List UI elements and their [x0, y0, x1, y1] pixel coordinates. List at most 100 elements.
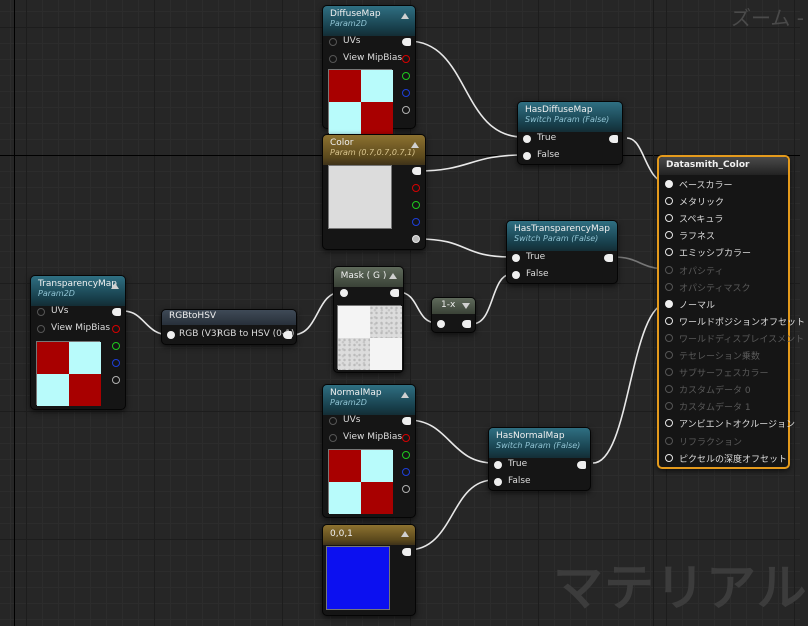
rgb-to-hsv-node[interactable]: RGBtoHSV RGB (V3) RGB to HSV (0-1) [161, 309, 297, 345]
collapse-arrow-icon[interactable] [401, 392, 409, 398]
material-input-pin[interactable] [665, 197, 673, 206]
green-output-pin[interactable] [112, 342, 120, 350]
alpha-output-pin[interactable] [402, 106, 410, 114]
material-input-pin[interactable] [665, 453, 673, 462]
rgb-output-pin[interactable] [412, 167, 421, 175]
has-normal-map-node[interactable]: HasNormalMap Switch Param (False) True F… [488, 427, 591, 491]
output-pin[interactable] [462, 320, 471, 328]
green-output-pin[interactable] [402, 72, 410, 80]
true-input-pin[interactable] [512, 254, 520, 262]
green-output-pin[interactable] [402, 451, 410, 459]
normal-map-header[interactable]: NormalMap Param2D [323, 385, 415, 415]
rgb-input-pin[interactable] [167, 331, 175, 339]
material-input-label: ノーマル [679, 300, 716, 311]
has-diffuse-map-header[interactable]: HasDiffuseMap Switch Param (False) [518, 102, 622, 132]
expand-arrow-icon[interactable] [462, 303, 470, 309]
material-input-label: ピクセルの深度オフセット [679, 454, 788, 465]
alpha-output-pin[interactable] [412, 235, 420, 243]
rgb-to-hsv-header[interactable]: RGBtoHSV [162, 310, 296, 325]
material-input-label: メタリック [679, 198, 725, 209]
one-minus-x-node[interactable]: 1-x [431, 297, 476, 333]
rgb-output-pin[interactable] [402, 38, 411, 46]
mask-header[interactable]: Mask ( G ) [334, 267, 403, 287]
material-input-pin[interactable] [665, 316, 673, 325]
has-transparency-map-header[interactable]: HasTransparencyMap Switch Param (False) [507, 221, 617, 251]
has-transparency-map-node[interactable]: HasTransparencyMap Switch Param (False) … [506, 220, 618, 284]
true-input-label: True [508, 459, 528, 469]
transparency-map-node[interactable]: TransparencyMap Param2D UVs View MipBias [30, 275, 126, 410]
has-normal-map-header[interactable]: HasNormalMap Switch Param (False) [489, 428, 590, 458]
blue-output-pin[interactable] [402, 468, 410, 476]
mask-g-node[interactable]: Mask ( G ) [333, 266, 404, 373]
material-input-pin[interactable] [665, 248, 673, 257]
uvs-input-pin[interactable] [329, 38, 337, 46]
mipbias-input-pin[interactable] [37, 325, 45, 333]
constant-header[interactable]: 0,0,1 [323, 525, 415, 545]
material-input-pin[interactable] [665, 419, 673, 428]
mask-input-pin[interactable] [340, 289, 348, 297]
has-diffuse-map-node[interactable]: HasDiffuseMap Switch Param (False) True … [517, 101, 623, 165]
green-output-pin[interactable] [412, 201, 420, 209]
collapse-arrow-icon[interactable] [401, 13, 409, 19]
transparency-map-header[interactable]: TransparencyMap Param2D [31, 276, 125, 306]
mipbias-input-pin[interactable] [329, 55, 337, 63]
one-minus-x-header[interactable]: 1-x [432, 298, 475, 314]
material-input-label: リフラクション [679, 437, 743, 448]
material-input-pin[interactable] [665, 299, 673, 308]
collapse-arrow-icon[interactable] [401, 531, 409, 537]
material-input-label: オパシティマスク [679, 283, 751, 294]
constant-vector-node[interactable]: 0,0,1 [322, 524, 416, 616]
blue-output-pin[interactable] [412, 218, 420, 226]
rgb-output-pin[interactable] [402, 548, 411, 556]
mask-preview [337, 305, 402, 370]
rgb-output-pin[interactable] [112, 308, 121, 316]
blue-output-pin[interactable] [402, 89, 410, 97]
material-input-pin[interactable] [665, 231, 673, 240]
false-input-pin[interactable] [523, 152, 531, 160]
color-header[interactable]: Color Param (0.7,0.7,0.7,1) [323, 135, 425, 165]
diffuse-map-node[interactable]: DiffuseMap Param2D UVs View MipBias [322, 5, 416, 134]
blue-output-pin[interactable] [112, 359, 120, 367]
uvs-input-pin[interactable] [37, 308, 45, 316]
hsv-output-pin[interactable] [283, 331, 292, 339]
true-input-pin[interactable] [523, 135, 531, 143]
result-output-pin[interactable] [577, 461, 586, 469]
result-output-pin[interactable] [604, 254, 613, 262]
datasmith-color-material-node[interactable]: Datasmith_Color ベースカラーメタリックスペキュララフネスエミッシ… [657, 155, 805, 469]
mipbias-input-label: View MipBias [343, 53, 403, 63]
mask-output-pin[interactable] [390, 289, 399, 297]
color-node[interactable]: Color Param (0.7,0.7,0.7,1) [322, 134, 426, 250]
material-input-label: サブサーフェスカラー [679, 369, 769, 380]
input-pin[interactable] [437, 320, 445, 328]
material-input-pin[interactable] [665, 180, 673, 188]
material-input-label: エミッシブカラー [679, 249, 752, 260]
alpha-output-pin[interactable] [402, 485, 410, 493]
mipbias-input-pin[interactable] [329, 434, 337, 442]
result-output-pin[interactable] [609, 135, 618, 143]
material-input-label: ベースカラー [679, 181, 733, 191]
collapse-arrow-icon[interactable] [411, 142, 419, 148]
alpha-output-pin[interactable] [112, 376, 120, 384]
mipbias-input-label: View MipBias [343, 432, 403, 442]
false-input-pin[interactable] [494, 478, 502, 486]
normal-map-node[interactable]: NormalMap Param2D UVs View MipBias [322, 384, 416, 518]
color-preview-swatch [328, 165, 392, 229]
diffuse-map-header[interactable]: DiffuseMap Param2D [323, 6, 415, 36]
rgb-output-pin[interactable] [402, 417, 411, 425]
material-input-pin[interactable] [665, 214, 673, 223]
collapse-arrow-icon[interactable] [111, 283, 119, 289]
red-output-pin[interactable] [402, 434, 410, 442]
red-output-pin[interactable] [412, 184, 420, 192]
collapse-arrow-icon[interactable] [389, 273, 397, 279]
red-output-pin[interactable] [402, 55, 410, 63]
true-input-pin[interactable] [494, 461, 502, 469]
uvs-input-pin[interactable] [329, 417, 337, 425]
node-title: Datasmith_Color [666, 160, 750, 170]
datasmith-color-header[interactable]: Datasmith_Color [659, 157, 788, 175]
false-input-pin[interactable] [512, 271, 520, 279]
false-input-label: False [537, 150, 560, 160]
zoom-level-label: ズーム - [731, 6, 804, 30]
node-title: HasTransparencyMap [514, 224, 610, 234]
red-output-pin[interactable] [112, 325, 120, 333]
